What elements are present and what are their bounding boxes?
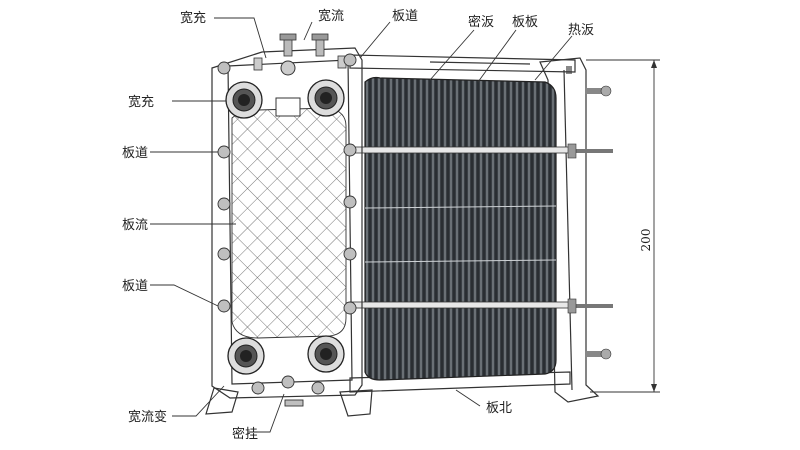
frame-bolt [217,197,231,211]
frame-bolt [217,299,231,313]
frame-bolt [343,301,357,315]
frame-bolt [281,375,295,389]
rear-stud-top [585,85,612,97]
leader-lines [150,17,573,433]
gasket-hatch [231,107,347,339]
top-fittings [253,33,347,76]
port-bottom-right [307,335,345,373]
height-dimension: 200 [586,59,660,393]
port-bottom-left [227,337,265,375]
label-top-3: 密汳 [468,14,494,30]
label-left-5: 宽流变 [128,409,167,425]
frame-bolt [343,143,357,157]
nameplate [275,97,301,117]
label-left-4: 板道 [122,279,148,294]
frame-bolt [343,247,357,261]
frame-bolt [251,381,265,395]
label-top-2: 板道 [392,9,418,24]
frame-bolt [217,247,231,261]
frame-bolt [311,381,325,395]
label-bottom-1: 密挂 [232,426,258,442]
vent-fitting-left [279,33,297,57]
front-frame-plate [205,47,373,417]
label-top-4: 板板 [512,15,538,30]
frame-bolt [217,61,231,75]
port-top-right [307,79,345,117]
label-top-5: 热汳 [568,23,594,38]
label-top-left-fitting: 宽充 [180,10,206,26]
callout-labels: 宽充 板道 板流 板道 宽流变 宽流 板道 密汳 板板 热汳 密挂 板北 [122,8,594,442]
vent-fitting-right [311,33,329,57]
label-left-2: 板道 [122,146,148,161]
frame-bolt [343,53,357,67]
plate-pack [364,76,557,381]
frame-bolt [343,195,357,209]
label-top-1: 宽流 [318,8,344,24]
label-left-1: 宽充 [128,94,154,110]
rear-stud-bottom [585,348,612,360]
dimension-value: 200 [639,229,653,252]
label-bottom-2: 板北 [486,401,512,416]
drain-fitting [284,399,304,407]
ports [225,79,345,375]
top-plug [280,60,296,76]
port-top-left [225,81,263,119]
label-left-3: 板流 [122,218,148,233]
frame-bolt [217,145,231,159]
tie-bolts [349,85,613,360]
